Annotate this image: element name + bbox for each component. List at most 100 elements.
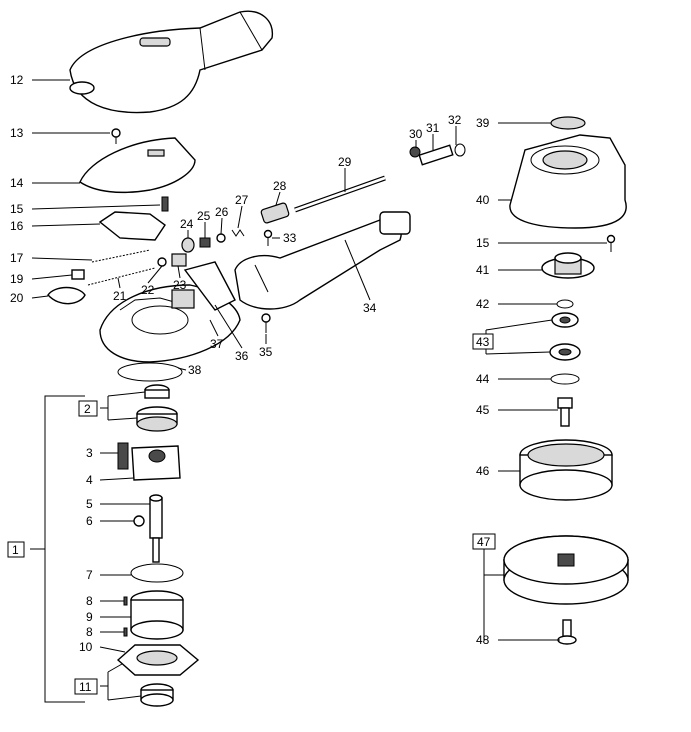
label-45: 45 — [476, 403, 490, 417]
label-22: 22 — [141, 283, 155, 297]
eccentric-shaft-5 — [149, 494, 163, 563]
label-44: 44 — [476, 372, 490, 386]
block-19 — [71, 269, 85, 280]
bearing-set-2 — [136, 384, 178, 432]
sanding-pad-47 — [503, 535, 629, 605]
ring-44 — [550, 373, 580, 385]
label-2: 2 — [84, 402, 91, 416]
label-26: 26 — [215, 205, 229, 219]
flange-10 — [116, 644, 200, 676]
screw-15-right — [606, 234, 616, 252]
bracket-16 — [98, 211, 166, 241]
nut-25 — [199, 237, 211, 248]
label-15b: 15 — [476, 236, 490, 250]
coupling-28 — [260, 202, 290, 224]
handle-34 — [234, 211, 411, 310]
gear-24 — [181, 237, 195, 253]
label-37: 37 — [210, 337, 224, 351]
base-housing — [99, 284, 241, 363]
label-24: 24 — [180, 217, 194, 231]
clip-32 — [454, 143, 466, 157]
label-35: 35 — [259, 345, 273, 359]
bearing-11 — [140, 683, 174, 707]
bearing-43a — [551, 312, 579, 328]
part-23 — [171, 253, 187, 267]
label-16: 16 — [10, 219, 24, 233]
screw-35 — [261, 313, 271, 333]
label-36: 36 — [235, 349, 249, 363]
counterweight-3 — [117, 442, 129, 470]
label-25: 25 — [197, 209, 211, 223]
bearing-housing-9 — [130, 590, 184, 640]
label-13: 13 — [10, 126, 24, 140]
screw-13 — [111, 128, 121, 144]
label-31: 31 — [426, 121, 440, 135]
bolt-45 — [557, 397, 573, 427]
label-29: 29 — [338, 155, 352, 169]
label-6: 6 — [86, 514, 93, 528]
leader-lines — [30, 79, 607, 703]
label-42: 42 — [476, 297, 490, 311]
label-14: 14 — [10, 176, 24, 190]
label-41: 41 — [476, 263, 490, 277]
cover-36 — [183, 261, 236, 311]
cover-plate — [79, 137, 196, 194]
ring-42 — [556, 299, 574, 309]
housing-40 — [509, 134, 627, 229]
o-ring-38 — [117, 362, 183, 382]
label-19: 19 — [10, 272, 24, 286]
part-number-labels: 1 2 3 4 5 6 7 8 9 8 10 11 12 13 14 15 16… — [10, 73, 491, 694]
label-38: 38 — [188, 363, 202, 377]
label-40: 40 — [476, 193, 490, 207]
label-1: 1 — [12, 543, 19, 557]
label-30: 30 — [409, 127, 423, 141]
label-23: 23 — [173, 278, 187, 292]
label-46: 46 — [476, 464, 490, 478]
label-15a: 15 — [10, 202, 24, 216]
label-9: 9 — [86, 610, 93, 624]
pin-8b — [123, 627, 128, 637]
pin-8a — [123, 596, 128, 606]
fan-4 — [131, 445, 181, 481]
label-10: 10 — [79, 640, 93, 654]
label-39: 39 — [476, 116, 490, 130]
pad-ring-46 — [519, 439, 613, 501]
screw-48 — [557, 619, 577, 645]
label-33: 33 — [283, 231, 297, 245]
label-47: 47 — [477, 535, 491, 549]
label-34: 34 — [363, 301, 377, 315]
label-4: 4 — [86, 473, 93, 487]
label-11: 11 — [79, 680, 92, 694]
label-8b: 8 — [86, 625, 93, 639]
label-8a: 8 — [86, 594, 93, 608]
knob-20 — [47, 286, 86, 305]
label-28: 28 — [273, 179, 287, 193]
label-27: 27 — [235, 193, 249, 207]
label-17: 17 — [10, 251, 24, 265]
label-5: 5 — [86, 497, 93, 511]
spindle-31 — [418, 144, 454, 166]
label-12: 12 — [10, 73, 24, 87]
pin-6 — [133, 515, 145, 527]
label-21: 21 — [113, 289, 127, 303]
screw-15-left — [161, 196, 169, 212]
label-32: 32 — [448, 113, 462, 127]
label-43: 43 — [476, 335, 490, 349]
spring-17 — [91, 249, 151, 263]
label-48: 48 — [476, 633, 490, 647]
motor-housing-cover — [69, 10, 274, 114]
seal-39 — [550, 116, 586, 130]
screw-33 — [263, 229, 273, 246]
bearing-43b — [549, 343, 581, 361]
spring-21 — [87, 267, 156, 286]
label-7: 7 — [86, 568, 93, 582]
washer-26 — [216, 233, 226, 243]
ring-7 — [130, 563, 184, 583]
label-20: 20 — [10, 291, 24, 305]
spring-27 — [231, 229, 245, 237]
nut-30 — [409, 146, 421, 158]
ring-22 — [157, 257, 167, 267]
label-3: 3 — [86, 446, 93, 460]
fan-41 — [541, 252, 595, 279]
